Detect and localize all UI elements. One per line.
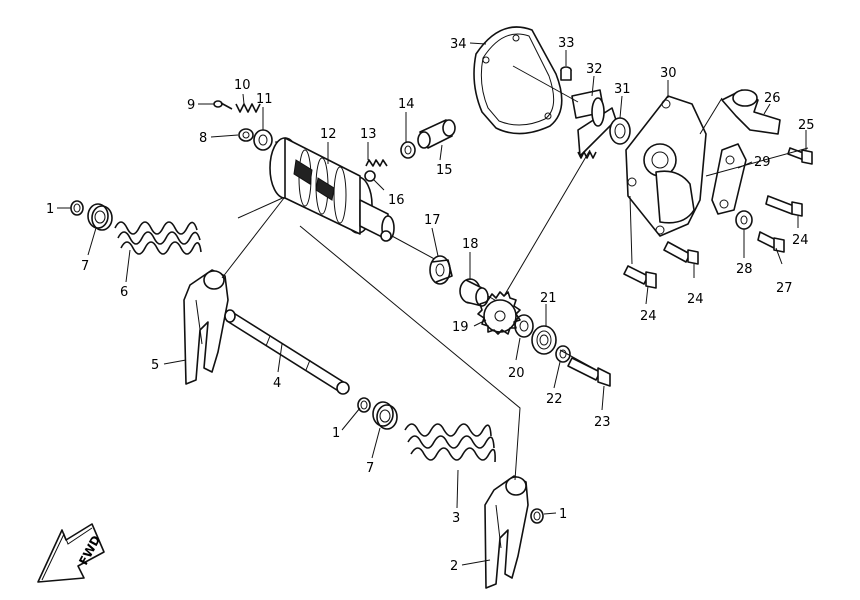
- assembly-guide-line: [503, 65, 591, 297]
- dowel-pin-part-33: [560, 66, 572, 81]
- callout-31: 31: [614, 82, 631, 97]
- callout-24: 24: [687, 292, 704, 307]
- spring-part-10: [235, 103, 261, 113]
- circlip-part-1-right: [530, 508, 544, 524]
- spacer-part-8: [238, 128, 254, 142]
- gear-part-19: [477, 291, 521, 335]
- callout-12: 12: [320, 127, 337, 142]
- callout-16: 16: [388, 193, 405, 208]
- callout-4: 4: [273, 376, 281, 391]
- bolt-part-24-middle: [663, 241, 699, 265]
- callout-24: 24: [792, 233, 809, 248]
- spring-part-3: [404, 423, 496, 463]
- bolt-part-25: [787, 147, 813, 165]
- callout-22: 22: [546, 392, 563, 407]
- spring-part-6-left: [114, 221, 202, 255]
- callout-7: 7: [81, 259, 89, 274]
- washer-part-22: [555, 345, 571, 363]
- plate-part-29: [711, 143, 747, 215]
- callout-24: 24: [640, 309, 657, 324]
- callout-21: 21: [540, 291, 557, 306]
- callout-29: 29: [754, 155, 771, 170]
- callout-leaders: [57, 42, 807, 566]
- fwd-arrow-icon: FWD: [37, 523, 105, 583]
- callout-20: 20: [508, 366, 525, 381]
- callout-26: 26: [764, 91, 781, 106]
- callout-10: 10: [234, 78, 251, 93]
- callout-28: 28: [736, 262, 753, 277]
- callout-11: 11: [256, 92, 273, 107]
- assembly-guide-line: [221, 195, 521, 481]
- oil-seal-part-31: [609, 117, 631, 145]
- callout-1: 1: [559, 507, 567, 522]
- shaft-part-4: [224, 309, 350, 395]
- pin-part-13: [364, 159, 388, 182]
- callout-3: 3: [452, 511, 460, 526]
- callout-8: 8: [199, 131, 207, 146]
- washer-part-20: [514, 314, 534, 338]
- circlip-part-1-middle: [357, 397, 371, 413]
- cover-part-30: [625, 95, 707, 237]
- callout-1: 1: [46, 202, 54, 217]
- washer-part-14: [400, 141, 416, 159]
- callout-15: 15: [436, 163, 453, 178]
- callout-18: 18: [462, 237, 479, 252]
- bolt-part-24-lower: [623, 265, 657, 289]
- callout-7: 7: [366, 461, 374, 476]
- plate-part-17: [429, 255, 453, 285]
- stopper-pin-part-9: [213, 100, 233, 110]
- circlip-part-1-left: [70, 200, 84, 216]
- collar-part-7-middle: [372, 401, 398, 430]
- washer-part-11: [253, 129, 273, 151]
- collar-part-7-left: [87, 203, 113, 231]
- callout-1: 1: [332, 426, 340, 441]
- gasket-part-34: [473, 26, 563, 135]
- arm-part-26: [721, 89, 781, 135]
- shift-drum-part-12: [269, 137, 395, 242]
- shift-shaft-part-32: [571, 89, 617, 159]
- callout-34: 34: [450, 37, 467, 52]
- bolt-part-24-top: [765, 195, 803, 217]
- collar-part-18: [459, 278, 489, 307]
- callout-labels: 1 7 6 5 4 1 7 3 1 2 8 9 10 11 12 13 14 1…: [46, 36, 815, 574]
- callout-27: 27: [776, 281, 793, 296]
- callout-6: 6: [120, 285, 128, 300]
- callout-14: 14: [398, 97, 415, 112]
- callout-19: 19: [452, 320, 469, 335]
- callout-25: 25: [798, 118, 815, 133]
- callout-23: 23: [594, 415, 611, 430]
- callout-5: 5: [151, 358, 159, 373]
- shift-fork-part-2: [484, 475, 529, 589]
- bearing-sleeve-part-15: [417, 119, 456, 149]
- callout-9: 9: [187, 98, 195, 113]
- callout-30: 30: [660, 66, 677, 81]
- shift-fork-part-5: [183, 269, 229, 385]
- bearing-part-21: [531, 325, 557, 355]
- bolt-part-23: [567, 357, 611, 387]
- callout-13: 13: [360, 127, 377, 142]
- callout-17: 17: [424, 213, 441, 228]
- callout-33: 33: [558, 36, 575, 51]
- washer-part-28: [735, 210, 753, 230]
- callout-32: 32: [586, 62, 603, 77]
- callout-2: 2: [450, 559, 458, 574]
- bolt-part-27: [757, 231, 785, 253]
- assembly-guide-line: [629, 97, 809, 265]
